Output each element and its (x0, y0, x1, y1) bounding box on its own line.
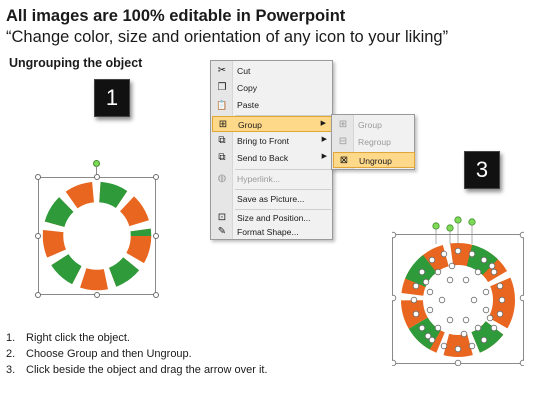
menu-item-size-and-position[interactable]: ⊡Size and Position... (217, 212, 311, 223)
scissors-icon: ✂ (217, 65, 227, 76)
resize-handle-nw[interactable] (35, 174, 41, 180)
context-menu: ✂Cut ❐Copy 📋Paste ⊞Group▶ ⧉Bring to Fron… (210, 60, 333, 240)
send-back-icon: ⧉ (218, 152, 226, 163)
menu-separator (235, 115, 331, 116)
instruction-item: 1.Right click the object. (6, 332, 130, 344)
menu-icon-gutter (211, 61, 233, 239)
menu-item-save-as-picture[interactable]: Save as Picture... (237, 194, 305, 204)
resize-handle-s[interactable] (94, 292, 100, 298)
regroup-icon: ⊟ (338, 136, 348, 147)
group-submenu: ⊞Group ⊟Regroup ⊠Ungroup (331, 114, 415, 170)
grouped-object[interactable] (35, 160, 159, 298)
step-3-badge: 3 (464, 151, 500, 189)
copy-icon: ❐ (217, 82, 227, 93)
hyperlink-icon: ◍ (217, 173, 227, 184)
chevron-right-icon: ▶ (321, 136, 327, 143)
menu-separator (235, 189, 331, 190)
instructions-list: 1.Right click the object. 2.Choose Group… (6, 332, 268, 380)
menu-item-format-shape[interactable]: ✎Format Shape... (217, 226, 299, 237)
step-1-badge: 1 (94, 79, 130, 117)
menu-separator (235, 169, 331, 170)
menu-separator (235, 209, 331, 210)
instruction-item: 2.Choose Group and then Ungroup. (6, 348, 192, 360)
chevron-right-icon: ▶ (320, 120, 326, 127)
instruction-item: 3.Click beside the object and drag the a… (6, 364, 268, 376)
size-position-icon: ⊡ (217, 212, 227, 223)
format-shape-icon: ✎ (217, 226, 227, 237)
group-icon: ⊞ (338, 119, 348, 130)
resize-handle-ne[interactable] (153, 174, 159, 180)
ungroup-icon: ⊠ (339, 155, 349, 166)
page-subtitle: “Change color, size and orientation of a… (6, 28, 449, 46)
menu-item-copy[interactable]: ❐Copy (217, 82, 258, 93)
resize-handle-e[interactable] (153, 233, 159, 239)
resize-handle-sw[interactable] (35, 292, 41, 298)
submenu-item-regroup[interactable]: ⊟Regroup (338, 136, 391, 147)
section-title: Ungrouping the object (9, 56, 143, 70)
ungrouped-shapes-diagram (392, 216, 524, 366)
submenu-item-group[interactable]: ⊞Group (338, 119, 382, 130)
bring-front-icon: ⧉ (218, 135, 226, 146)
submenu-item-ungroup[interactable]: ⊠Ungroup (333, 152, 415, 168)
group-icon: ⊞ (218, 119, 228, 130)
menu-item-bring-to-front[interactable]: ⧉Bring to Front▶ (212, 133, 332, 149)
chevron-right-icon: ▶ (321, 153, 327, 160)
ungrouped-object[interactable] (392, 214, 524, 366)
rotation-stem (96, 166, 97, 178)
resize-handle-se[interactable] (153, 292, 159, 298)
resize-handle-n[interactable] (94, 174, 100, 180)
menu-item-send-to-back[interactable]: ⧉Send to Back▶ (212, 150, 332, 166)
menu-item-hyperlink[interactable]: ◍Hyperlink... (217, 173, 280, 184)
page-title: All images are 100% editable in Powerpoi… (6, 7, 346, 25)
menu-item-paste[interactable]: 📋Paste (216, 100, 259, 110)
resize-handle-w[interactable] (35, 233, 41, 239)
menu-item-group[interactable]: ⊞Group▶ (212, 116, 332, 132)
menu-item-cut[interactable]: ✂Cut (217, 65, 251, 76)
circular-arrow-diagram (41, 180, 153, 292)
paste-icon: 📋 (216, 100, 228, 110)
